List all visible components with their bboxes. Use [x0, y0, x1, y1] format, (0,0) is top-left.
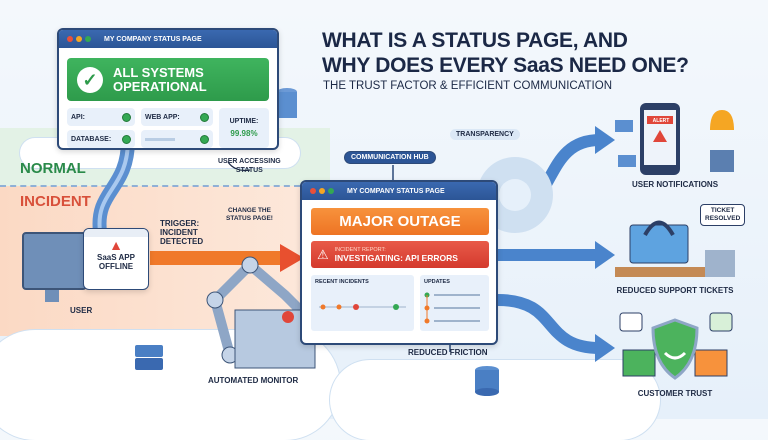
automated-monitor-label: AUTOMATED MONITOR: [208, 376, 299, 385]
updates-panel: UPDATES: [420, 275, 489, 331]
server-rack-icon: [277, 88, 297, 118]
trigger-arrowhead: [280, 244, 304, 272]
notifications-illustration: [615, 103, 734, 175]
incident-label: INCIDENT: [20, 193, 91, 210]
reduced-support-label: REDUCED SUPPORT TICKETS: [616, 286, 734, 295]
incident-report-banner: ⚠ INCIDENT REPORT:INVESTIGATING: API ERR…: [311, 241, 489, 268]
phase-divider: [0, 185, 300, 187]
thumbs-up-icon: [619, 312, 643, 332]
window-titlebar: MY COMPANY STATUS PAGE: [59, 30, 277, 48]
database-status: DATABASE:: [67, 130, 135, 148]
status-ok-icon: [200, 112, 209, 122]
normal-label: NORMAL: [20, 160, 86, 177]
api-status: API:: [67, 108, 135, 126]
warning-icon: [653, 130, 667, 142]
monitor-stand: [45, 290, 59, 302]
curved-arrow-icon: [227, 161, 251, 172]
window-title: MY COMPANY STATUS PAGE: [347, 187, 445, 195]
trust-illustration: [619, 312, 733, 380]
headset-icon: [643, 220, 675, 237]
desk-icon: [615, 267, 715, 277]
check-bubble-icon: [709, 312, 733, 332]
arrow-trust: [497, 294, 601, 354]
extra-status: [141, 130, 213, 148]
close-dot: [67, 36, 73, 42]
major-outage-banner: MAJOR OUTAGE: [311, 208, 489, 235]
status-ok-icon: [122, 112, 131, 122]
file-tray-icon: [705, 250, 735, 277]
uptime-value: 99.98%: [230, 129, 258, 138]
user-monitor-icon: [22, 232, 87, 290]
envelope-icon: [618, 155, 636, 167]
happy-monitor-orange: [694, 349, 728, 377]
status-ok-icon: [122, 134, 131, 144]
support-illustration: [615, 220, 735, 277]
recent-incidents-panel: RECENT INCIDENTS: [311, 275, 414, 331]
maximize-dot: [85, 36, 91, 42]
customer-trust-label: CUSTOMER TRUST: [637, 389, 713, 398]
shield-icon: [651, 318, 699, 380]
check-circle-icon: ✓: [77, 66, 103, 93]
computer-icon: [629, 224, 689, 264]
banner-line1: ALL SYSTEMS: [113, 64, 204, 80]
bell-icon: [710, 110, 734, 130]
alert-badge: ALERT: [652, 118, 670, 124]
transparency-pill: TRANSPARENCY: [450, 129, 520, 140]
incident-status-window: MY COMPANY STATUS PAGE MAJOR OUTAGE ⚠ IN…: [300, 180, 498, 345]
webapp-status: WEB APP:: [141, 108, 213, 126]
reduced-friction-label: REDUCED FRICTION: [408, 348, 488, 357]
page-subtitle: THE TRUST FACTOR & EFFICIENT COMMUNICATI…: [323, 80, 613, 92]
minimize-dot: [76, 36, 82, 42]
updates-list: [424, 292, 480, 324]
warning-icon: ⚠: [317, 246, 329, 262]
user-notifications-label: USER NOTIFICATIONS: [631, 180, 719, 189]
banner-line2: OPERATIONAL: [113, 78, 207, 94]
window-title: MY COMPANY STATUS PAGE: [104, 35, 202, 43]
siren-icon: [710, 150, 734, 172]
incident-timeline: [319, 304, 406, 310]
user-label: USER: [70, 306, 93, 315]
warning-icon: ▲: [109, 237, 123, 253]
uptime-box: UPTIME:99.98%: [219, 108, 269, 148]
window-titlebar: MY COMPANY STATUS PAGE: [302, 182, 496, 200]
status-ok-icon: [200, 134, 209, 144]
server-icon: [135, 345, 163, 370]
alarm-button-icon: [282, 311, 294, 323]
database-icon: [475, 366, 499, 396]
happy-monitor-green: [622, 349, 656, 377]
envelope-icon: [615, 120, 633, 132]
communication-hub-pill: COMMUNICATION HUB: [344, 151, 436, 164]
